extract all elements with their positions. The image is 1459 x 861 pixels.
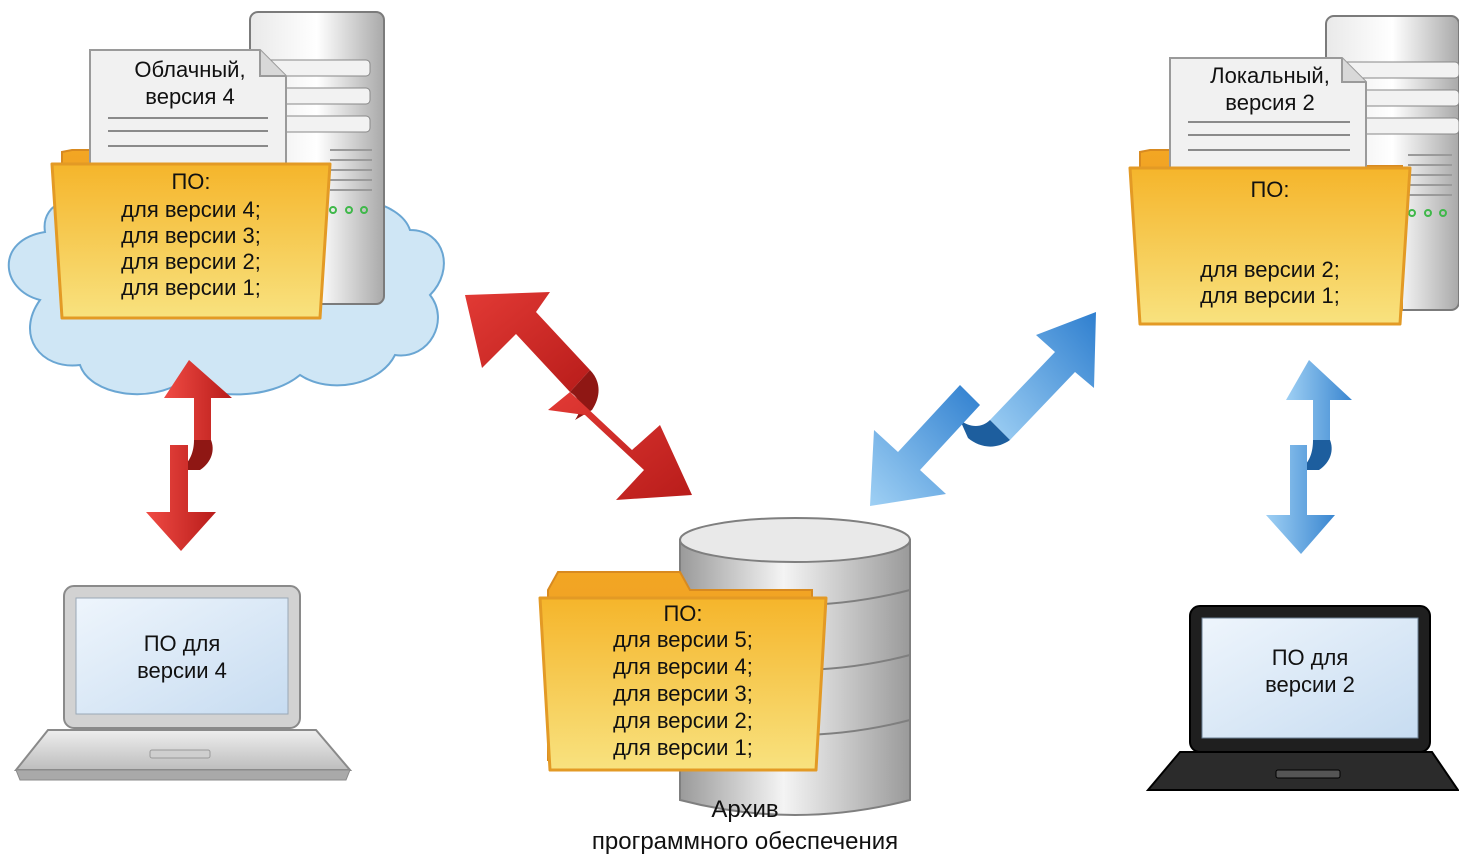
laptop-left-screen-text: ПО для версии 4 [137,631,227,683]
laptop-right-icon [1145,605,1459,791]
laptop-left-icon [13,585,353,781]
cloud-folder-icon [50,49,332,320]
local-folder-item: для версии 1; [1200,283,1340,308]
local-archive-arrow [870,312,1096,506]
cloud-folder-title: ПО: [171,169,211,194]
cloud-doc-label: Облачный, версия 4 [134,57,246,109]
local-folder-icon [1128,57,1412,326]
archive-folder-item: для версии 4; [613,654,753,679]
cloud-folder-item: для версии 3; [121,223,261,248]
laptop-right-screen-text: ПО для версии 2 [1265,645,1355,697]
archive-folder-title: ПО: [663,601,703,626]
cloud-archive-arrow [465,292,692,500]
archive-folder-item: для версии 2; [613,708,753,733]
cloud-folder-item: для версии 2; [121,249,261,274]
local-laptop-arrow [1266,360,1352,554]
archive-folder-icon [538,571,828,772]
archive-folder-item: для версии 1; [613,735,753,760]
cloud-laptop-arrow [146,360,232,551]
archive-folder-item: для версии 3; [613,681,753,706]
local-folder-title: ПО: [1250,177,1290,202]
cloud-folder-item: для версии 1; [121,275,261,300]
local-folder-item: для версии 2; [1200,257,1340,282]
cloud-folder-item: для версии 4; [121,197,261,222]
local-doc-label: Локальный, версия 2 [1210,63,1330,115]
local-document-icon [1169,57,1367,177]
archive-folder-item: для версии 5; [613,627,753,652]
archive-caption: Архив программного обеспечения [591,796,899,855]
